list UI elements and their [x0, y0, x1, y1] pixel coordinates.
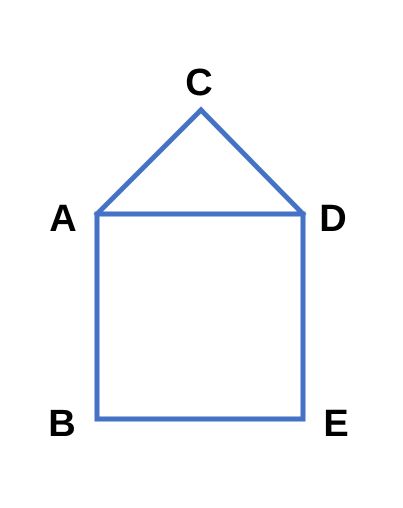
vertex-label-e: E: [323, 403, 348, 445]
vertex-label-b: B: [48, 403, 75, 445]
edge-ac: [93, 106, 205, 218]
edge-cd: [197, 106, 307, 218]
diagram-edges: [93, 106, 307, 422]
vertex-label-a: A: [49, 198, 76, 240]
vertex-label-c: C: [185, 62, 212, 104]
vertex-label-d: D: [319, 198, 346, 240]
